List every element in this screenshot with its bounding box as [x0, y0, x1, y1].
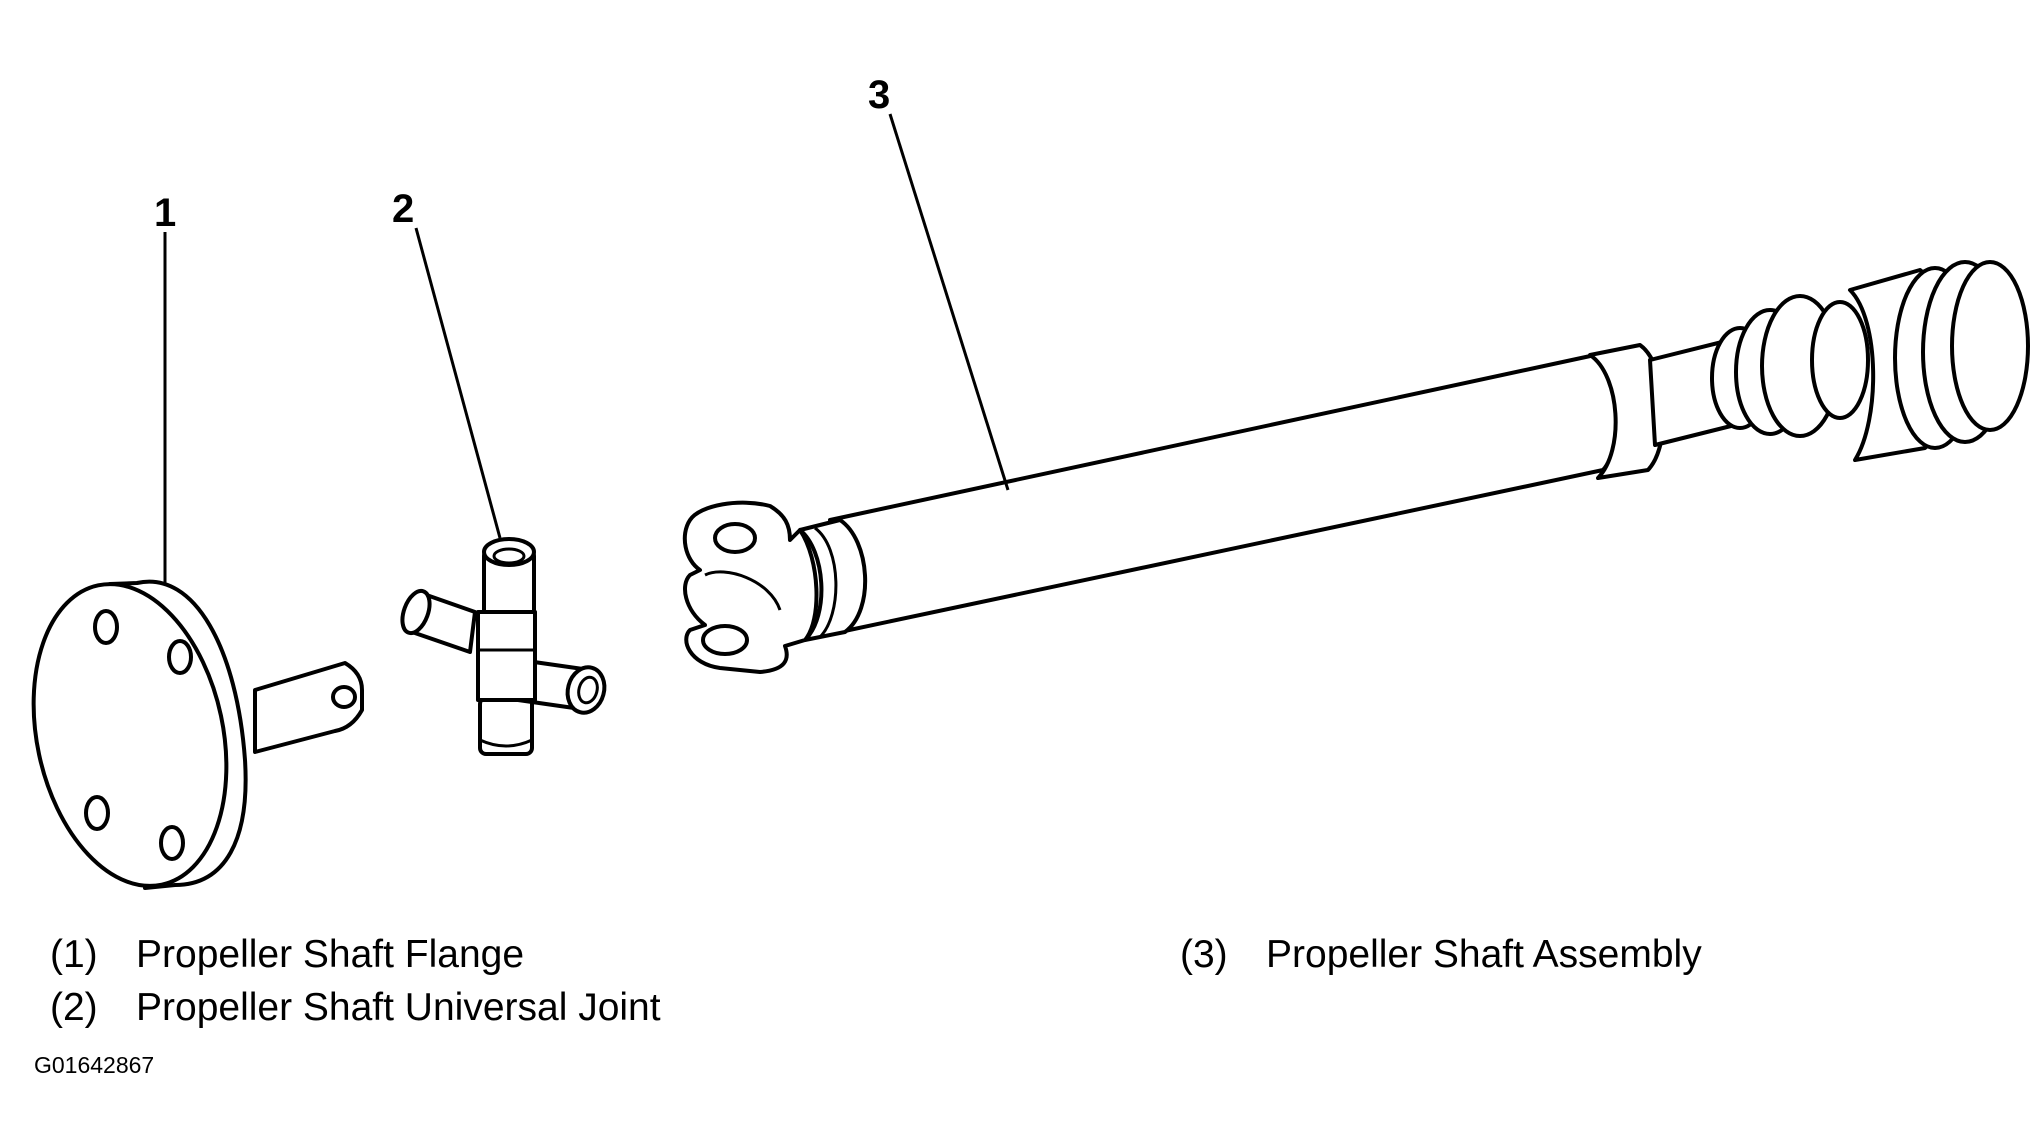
figure-id: G01642867	[34, 1052, 155, 1078]
legend-label: Propeller Shaft Universal Joint	[136, 986, 661, 1029]
propeller-shaft-flange	[31, 579, 364, 890]
universal-joint	[400, 537, 607, 756]
legend-item-3: (3) Propeller Shaft Assembly	[1180, 932, 1702, 978]
legend-label: Propeller Shaft Assembly	[1266, 933, 1702, 976]
legend-item-2: (2) Propeller Shaft Universal Joint	[50, 985, 661, 1031]
leader-line-3	[888, 113, 1010, 491]
callout-3: 3	[868, 73, 890, 117]
callout-2: 2	[392, 187, 414, 231]
legend-index: (2)	[50, 986, 98, 1029]
legend-index: (3)	[1180, 933, 1228, 976]
leader-line-2	[414, 227, 502, 539]
legend-item-1: (1) Propeller Shaft Flange	[50, 932, 524, 978]
legend-label: Propeller Shaft Flange	[136, 933, 525, 976]
legend-index: (1)	[50, 933, 98, 976]
propeller-shaft-assembly	[682, 260, 2030, 674]
callout-1: 1	[154, 191, 176, 235]
